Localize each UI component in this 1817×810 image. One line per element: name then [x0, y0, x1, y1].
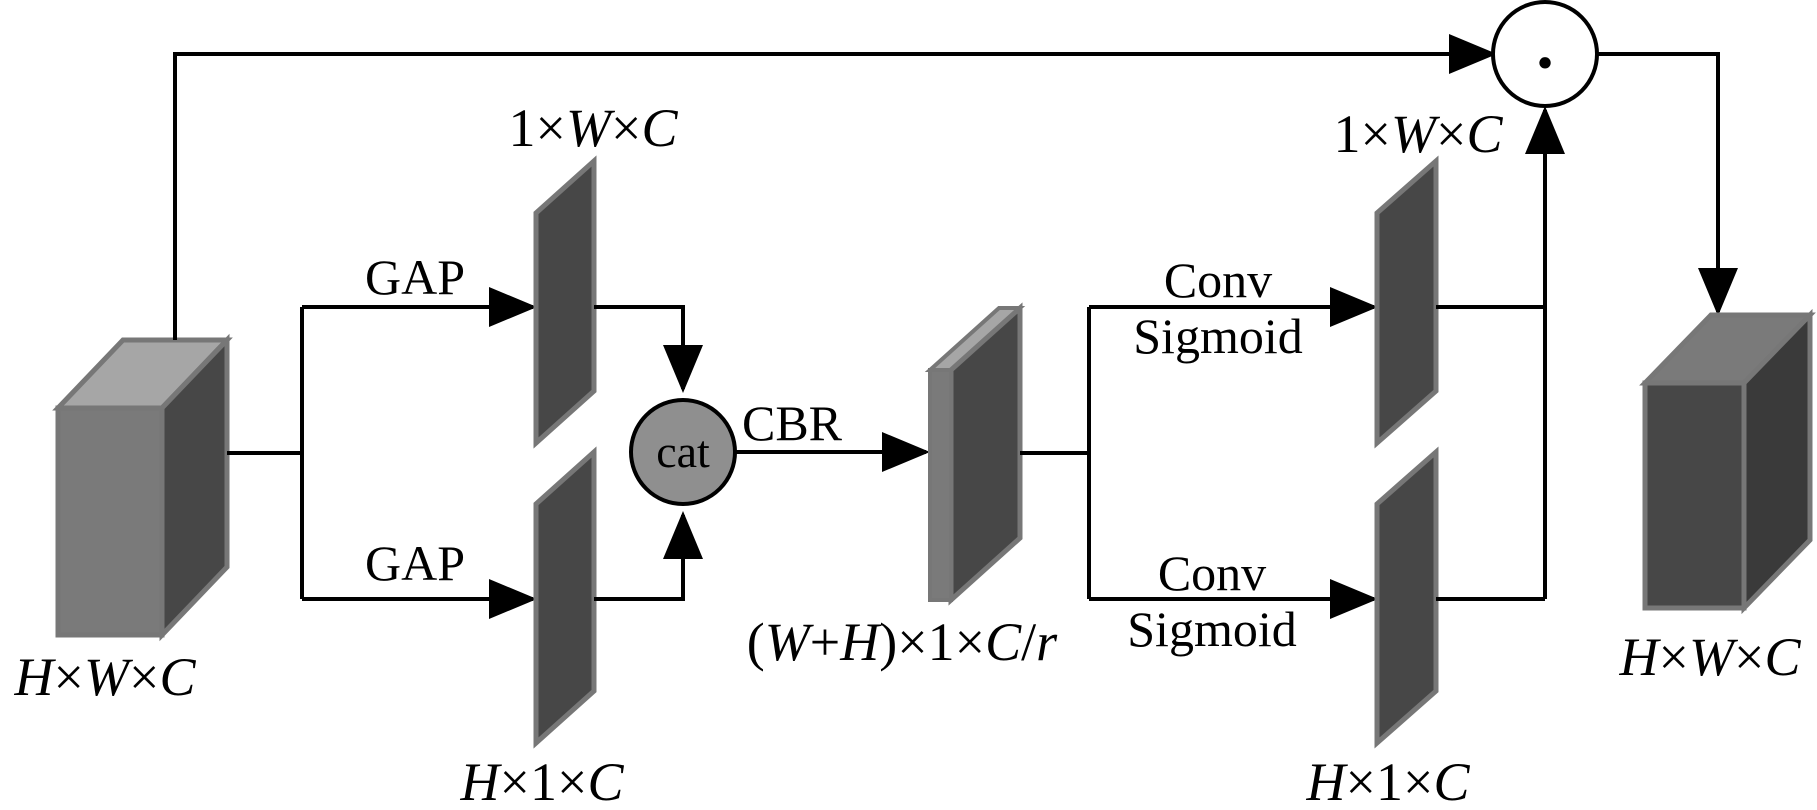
input-feature-block [52, 333, 233, 642]
bottom-pooled-shape-label: H×1×C [460, 752, 625, 810]
multiply-to-output-arrow [1597, 52, 1738, 316]
cbr-panel-front-face [928, 368, 953, 602]
bottom-pooled-panel [533, 446, 597, 749]
bottom-attention-shape-label: H×1×C [1306, 752, 1471, 810]
output-shape-label: H×W×C [1619, 627, 1802, 687]
cbr-shape-label: (W+H)×1×C/r [747, 612, 1058, 672]
bottom-attention-panel [1374, 446, 1439, 749]
input-shape-label: H×W×C [14, 647, 197, 707]
top-pooled-shape-label: 1×W×C [509, 98, 679, 158]
gap-bottom-label: GAP [365, 535, 465, 591]
bottom-panel-to-cat-arrow [594, 511, 703, 601]
residual-connection-arrow [173, 34, 1497, 340]
top-attention-panel [1374, 155, 1439, 449]
output-feature-block [1639, 308, 1816, 615]
cbr-label: CBR [742, 395, 843, 451]
gap-top-label: GAP [365, 249, 465, 305]
top-panel-to-cat-arrow [594, 305, 703, 393]
multiply-symbol: · [1533, 25, 1556, 102]
input-block-front-face [55, 405, 165, 638]
concat-label: cat [656, 426, 710, 477]
top-attention-shape-label: 1×W×C [1334, 104, 1504, 164]
cbr-panel [924, 302, 1026, 606]
top-pooled-panel [533, 155, 597, 449]
output-block-front-face [1642, 380, 1747, 611]
